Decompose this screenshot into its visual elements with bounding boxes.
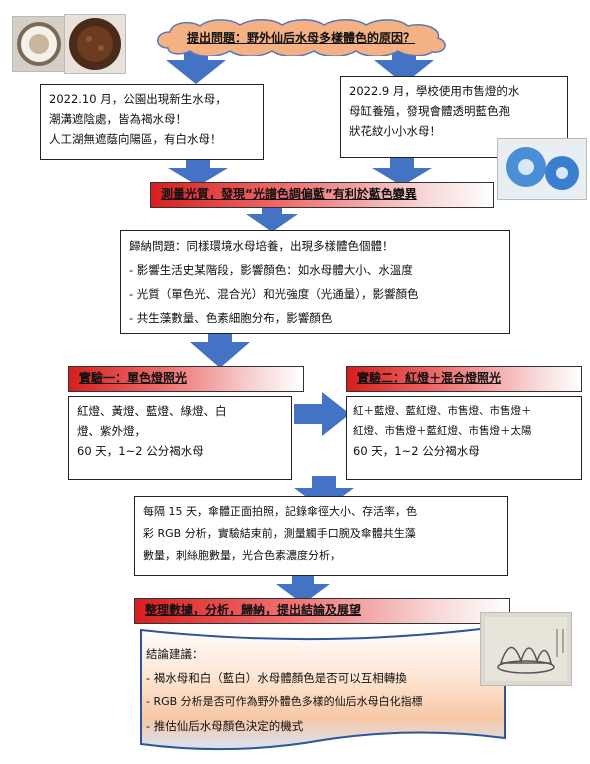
hypothesis-banner: 測量光質，發現“光譜色調偏藍”有利於藍色變異 <box>150 182 494 208</box>
arrow-to-right-obs <box>374 48 434 84</box>
arrow-left-to-hypothesis <box>168 158 228 186</box>
experiment-2-title: 實驗二：紅燈＋混合燈照光 <box>346 366 582 392</box>
blue-jellyfish-photo <box>497 138 587 200</box>
observation-box-left: 2022.10 月，公園出現新生水母， 潮溝遮陰處，皆為褐水母！ 人工湖無遮蔭向… <box>40 84 264 160</box>
observation-left-line: 人工湖無遮蔭向陽區，有白水母！ <box>49 132 222 146</box>
observation-left-line: 2022.10 月，公園出現新生水母， <box>49 92 227 106</box>
method-box: 每隔 15 天，傘體正面拍照，記錄傘徑大小、存活率，色 彩 RGB 分析，實驗結… <box>134 496 508 576</box>
arrow-hypothesis-to-summary <box>246 206 298 232</box>
experiment-2-line: 紅燈、市售燈＋藍紅燈、市售燈＋太陽 <box>353 425 532 437</box>
conclusion-item: - RGB 分析是否可作為野外體色多樣的仙后水母白化指標 <box>146 695 423 708</box>
experiment-1-line: 燈、紫外燈， <box>77 424 146 438</box>
title-cloud <box>157 19 446 56</box>
arrow-summary-to-exp1 <box>190 332 250 368</box>
jellyfish-photo-brown <box>64 14 126 74</box>
arrow-exp2-to-method <box>294 476 354 510</box>
experiment-1-line: 60 天，1~2 公分褐水母 <box>77 444 204 458</box>
conclusion-text: 結論建議： - 褐水母和白（藍白）水母體顏色是否可以互相轉換 - RGB 分析是… <box>146 642 506 738</box>
arrow-exp1-to-exp2 <box>294 392 350 436</box>
method-line: 每隔 15 天，傘體正面拍照，記錄傘徑大小、存活率，色 <box>143 505 417 518</box>
observation-right-line: 2022.9 月，學校使用市售燈的水 <box>349 84 520 98</box>
summary-line: 歸納問題：同樣環境水母培養，出現多樣體色個體！ <box>129 239 394 253</box>
method-line: 數量，刺絲胞數量，光合色素濃度分析， <box>143 549 341 562</box>
summary-line: - 光質（單色光、混合光）和光強度（光通量），影響顏色 <box>129 287 419 301</box>
experiment-1-line: 紅燈、黃燈、藍燈、綠燈、白 <box>77 404 227 418</box>
title-question: 提出問題：野外仙后水母多樣體色的原因？ <box>186 30 415 45</box>
observation-right-line: 狀花紋小小水母！ <box>349 124 441 138</box>
analysis-banner: 整理數據，分析，歸納，提出結論及展望 <box>134 598 510 624</box>
sketch-photo <box>480 612 572 686</box>
arrow-right-to-hypothesis <box>372 158 432 186</box>
conclusion-panel <box>140 624 506 751</box>
question-summary-box: 歸納問題：同樣環境水母培養，出現多樣體色個體！ - 影響生活史某階段，影響顏色：… <box>120 230 510 334</box>
summary-line: - 共生藻數量、色素細胞分布，影響顏色 <box>129 311 333 325</box>
jellyfish-photo-white <box>12 16 66 72</box>
conclusion-heading: 結論建議： <box>146 647 204 661</box>
method-line: 彩 RGB 分析，實驗結束前，測量觸手口腕及傘體共生藻 <box>143 527 416 540</box>
experiment-2-box: 紅＋藍燈、藍紅燈、市售燈、市售燈＋ 紅燈、市售燈＋藍紅燈、市售燈＋太陽 60 天… <box>346 396 582 480</box>
observation-left-line: 潮溝遮陰處，皆為褐水母！ <box>49 112 187 126</box>
experiment-2-line: 60 天，1~2 公分褐水母 <box>353 444 480 458</box>
experiment-1-title: 實驗一：單色燈照光 <box>68 366 304 392</box>
arrow-to-left-obs <box>166 48 226 84</box>
conclusion-item: - 褐水母和白（藍白）水母體顏色是否可以互相轉換 <box>146 671 407 685</box>
experiment-1-box: 紅燈、黃燈、藍燈、綠燈、白 燈、紫外燈， 60 天，1~2 公分褐水母 <box>68 396 292 480</box>
summary-line: - 影響生活史某階段，影響顏色：如水母體大小、水溫度 <box>129 263 413 277</box>
conclusion-item: - 推估仙后水母顏色決定的機式 <box>146 719 304 733</box>
observation-right-line: 母缸養殖，發現會體透明藍色孢 <box>349 104 510 118</box>
experiment-2-line: 紅＋藍燈、藍紅燈、市售燈、市售燈＋ <box>353 405 532 417</box>
arrow-method-to-analysis <box>276 574 330 604</box>
